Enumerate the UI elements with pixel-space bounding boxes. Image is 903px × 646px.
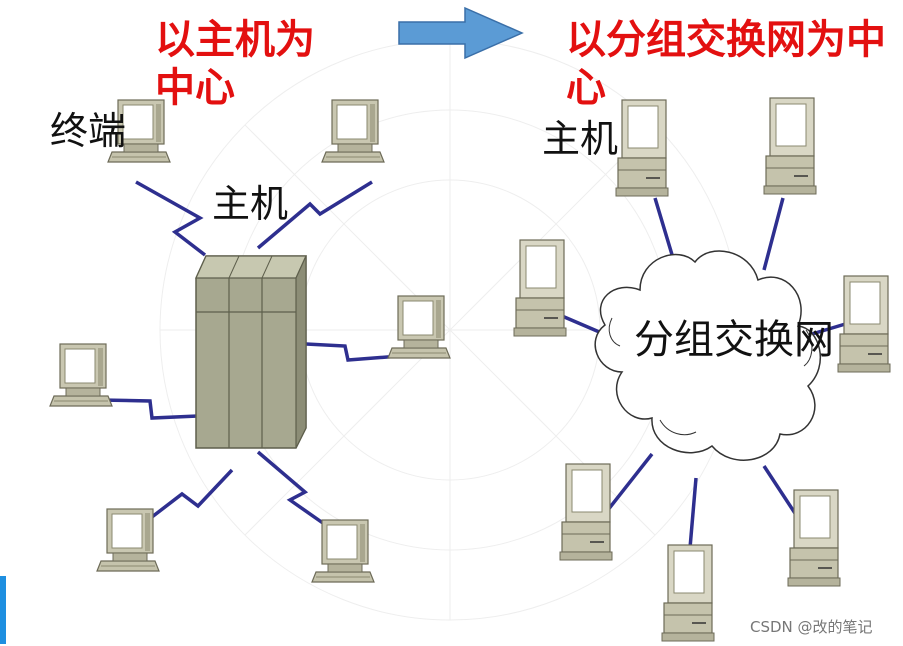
computer-terminal-icon [311, 519, 375, 583]
computer-terminal-icon [96, 508, 160, 572]
computer-terminal-icon [763, 97, 817, 195]
link-line [135, 180, 207, 257]
link-line [305, 342, 401, 362]
computer-terminal-icon [787, 489, 841, 587]
computer-terminal-icon [49, 343, 113, 407]
computer-terminal-icon [559, 463, 613, 561]
right-host-label: 主机 [542, 117, 619, 161]
left-host-label: 主机 [212, 182, 289, 226]
link-line [256, 180, 373, 250]
network-cloud-icon [594, 250, 822, 461]
link-line [688, 477, 698, 549]
right-arrow-icon [398, 6, 524, 60]
cloud-label: 分组交换网 [634, 317, 834, 363]
link-line [99, 398, 199, 420]
computer-terminal-icon [837, 275, 891, 373]
edge-accent [0, 576, 6, 644]
right-title: 以分组交换网为中心 [566, 17, 886, 111]
link-line [762, 197, 785, 271]
computer-terminal-icon [387, 295, 451, 359]
left-title: 以主机为中心 [155, 17, 315, 111]
mainframe-host-icon [195, 255, 307, 449]
computer-terminal-icon [615, 99, 669, 197]
link-line [256, 450, 332, 530]
terminal-label: 终端 [50, 109, 127, 153]
link-line [561, 314, 605, 336]
watermark: CSDN @改的笔记 [750, 618, 873, 636]
computer-terminal-icon [513, 239, 567, 337]
left-links [99, 180, 401, 530]
link-line [146, 468, 234, 522]
computer-terminal-icon [661, 544, 715, 642]
